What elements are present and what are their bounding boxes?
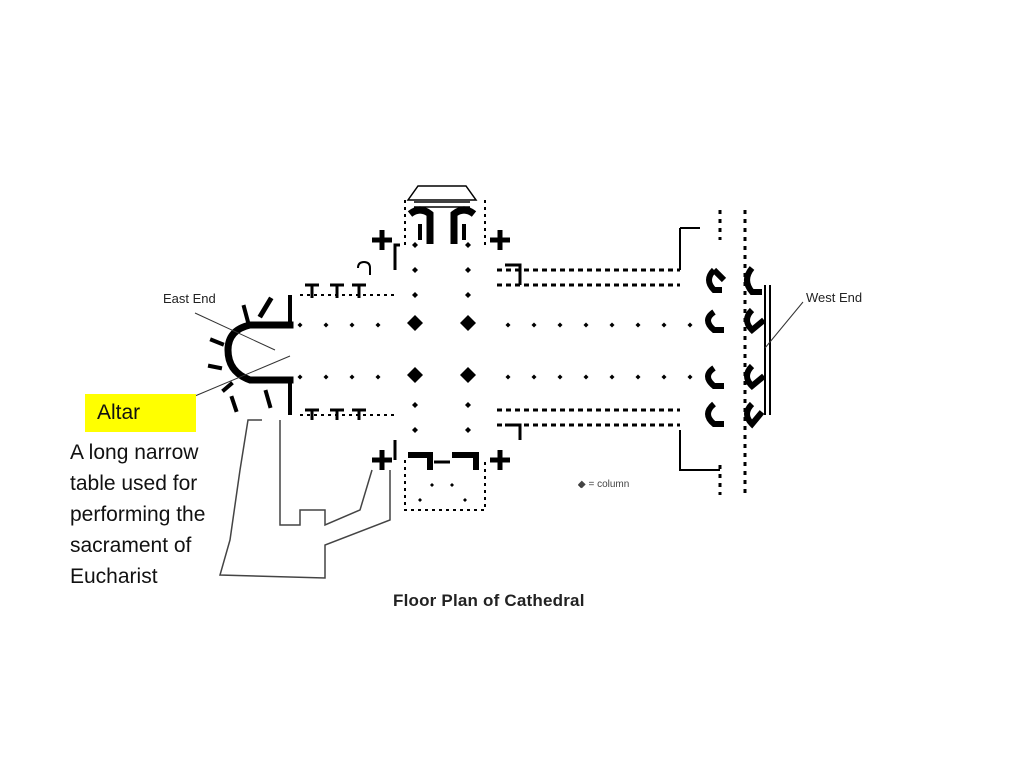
column-markers	[297, 242, 693, 502]
column-marker	[375, 374, 381, 380]
plan-title: Floor Plan of Cathedral	[393, 591, 585, 610]
column-marker	[430, 483, 434, 487]
column-marker	[635, 374, 641, 380]
column-marker	[297, 374, 303, 380]
column-marker	[460, 367, 476, 383]
column-marker	[418, 498, 422, 502]
column-marker	[505, 322, 511, 328]
column-marker	[465, 292, 471, 298]
column-marker	[412, 452, 418, 458]
column-legend: ◆ = column	[578, 479, 630, 490]
east-end-label: East End	[163, 291, 216, 306]
column-marker	[412, 242, 418, 248]
column-marker	[323, 322, 329, 328]
column-marker	[687, 322, 693, 328]
column-marker	[407, 315, 423, 331]
column-marker	[578, 482, 584, 488]
altar-label: Altar	[97, 401, 141, 424]
column-marker	[505, 374, 511, 380]
buttress-piers	[305, 283, 366, 420]
column-marker	[450, 483, 454, 487]
column-marker	[661, 374, 667, 380]
south-porch	[408, 452, 479, 470]
column-marker	[412, 427, 418, 433]
column-marker	[583, 322, 589, 328]
outer-walls	[288, 210, 771, 495]
column-marker	[349, 322, 355, 328]
column-marker	[531, 374, 537, 380]
column-marker	[687, 374, 693, 380]
north-porch	[406, 185, 478, 244]
transept	[357, 200, 522, 511]
column-marker	[465, 267, 471, 273]
column-marker	[349, 374, 355, 380]
column-marker	[609, 374, 615, 380]
column-marker	[557, 322, 563, 328]
column-marker	[412, 292, 418, 298]
column-marker	[635, 322, 641, 328]
west-end-label: West End	[806, 290, 863, 305]
column-marker	[465, 242, 471, 248]
column-marker	[375, 322, 381, 328]
column-marker	[465, 452, 471, 458]
altar-highlight-box	[85, 394, 196, 432]
apse	[207, 296, 294, 413]
leader-lines	[194, 301, 804, 397]
column-marker	[412, 402, 418, 408]
column-marker	[465, 402, 471, 408]
column-marker	[465, 427, 471, 433]
cloister-outline	[219, 419, 391, 579]
column-marker	[661, 322, 667, 328]
column-marker	[297, 322, 303, 328]
column-marker	[609, 322, 615, 328]
altar-definition: A long narrow table used for performing …	[70, 441, 206, 588]
column-marker	[557, 374, 563, 380]
column-marker	[460, 315, 476, 331]
west-towers	[705, 266, 766, 429]
column-marker	[583, 374, 589, 380]
column-marker	[323, 374, 329, 380]
column-marker	[463, 498, 467, 502]
column-marker	[412, 267, 418, 273]
column-marker	[531, 322, 537, 328]
column-marker	[407, 367, 423, 383]
